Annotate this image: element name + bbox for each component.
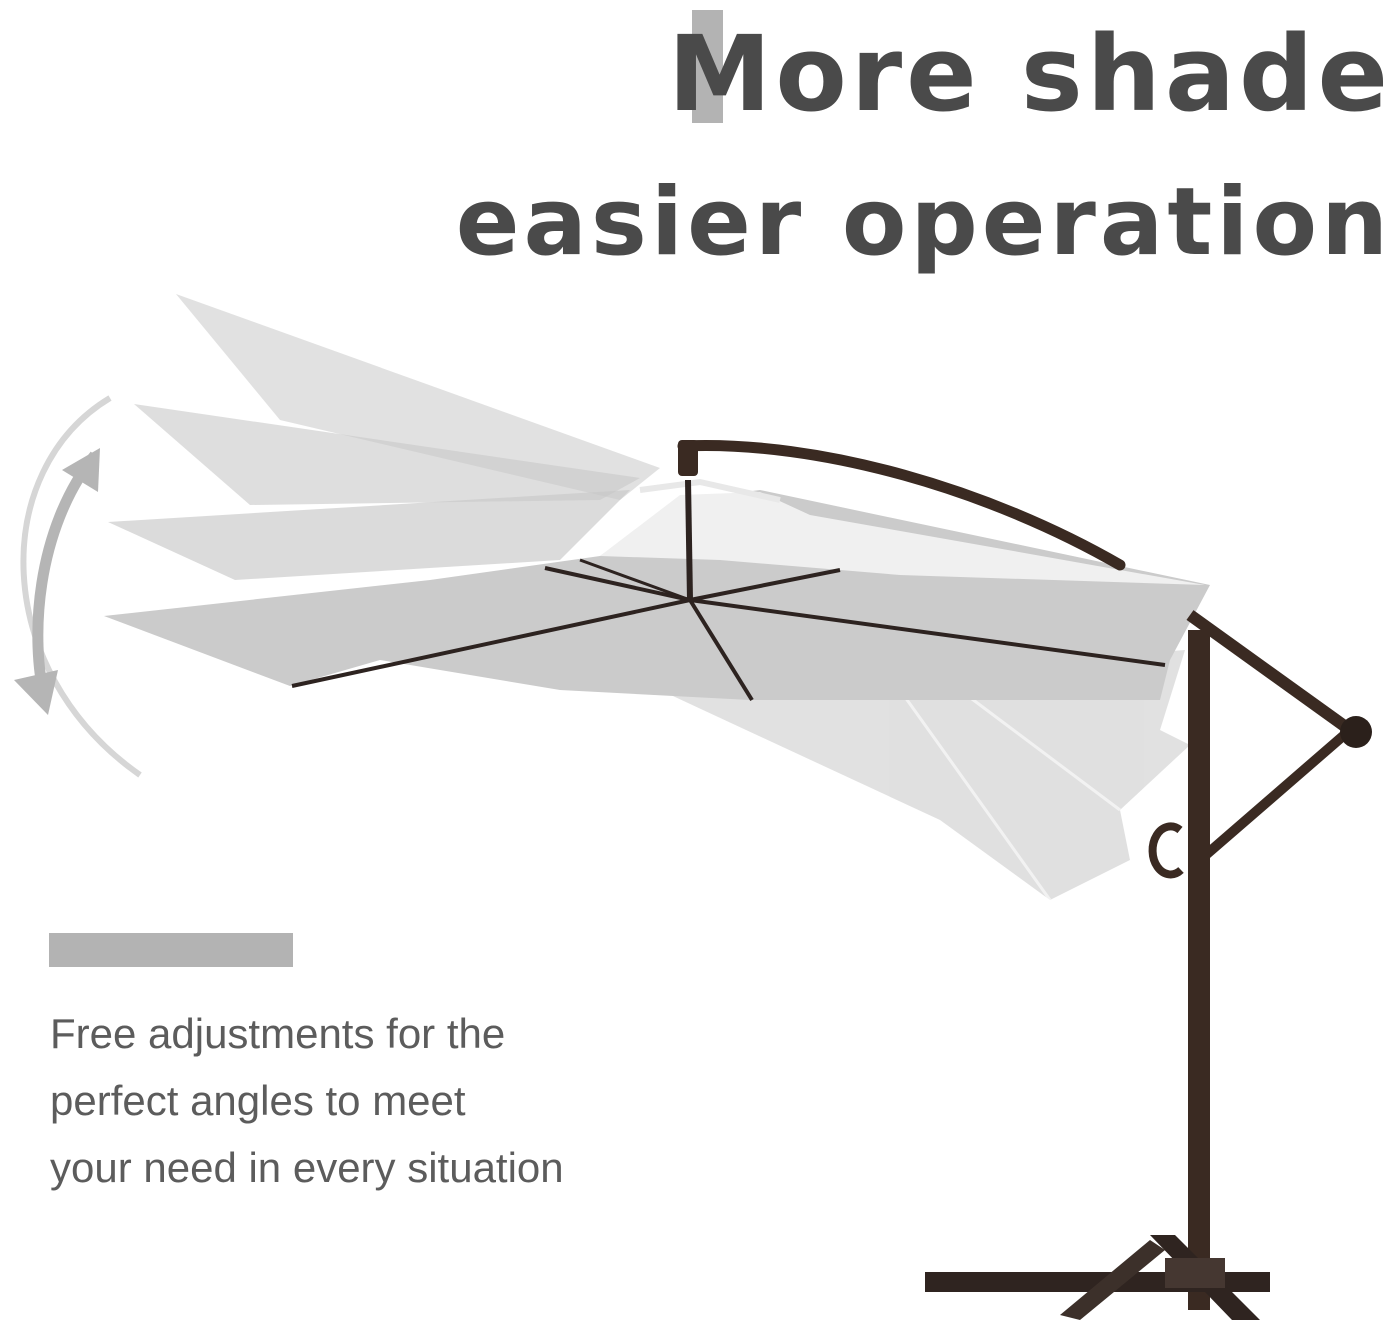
description-accent-bar [49,933,293,967]
ghost-canopy-mid [134,404,640,505]
umbrella-cross-base [925,1235,1270,1320]
feature-description: Free adjustments for the perfect angles … [50,1000,690,1201]
description-line-3: your need in every situation [50,1144,564,1191]
headline-line-1: More shade [667,13,1392,135]
ghost-canopy-low [108,490,630,580]
umbrella-frame [677,440,1372,1310]
umbrella-canopy [104,478,1210,702]
headline-accent-bar [692,10,723,123]
ghost-canopy-high [176,294,660,500]
description-line-2: perfect angles to meet [50,1077,466,1124]
ghost-canopy-down [660,650,1190,901]
headline-line-2: easier operation [455,168,1392,277]
tilt-arrow-icon [14,395,142,778]
description-line-1: Free adjustments for the [50,1010,506,1057]
